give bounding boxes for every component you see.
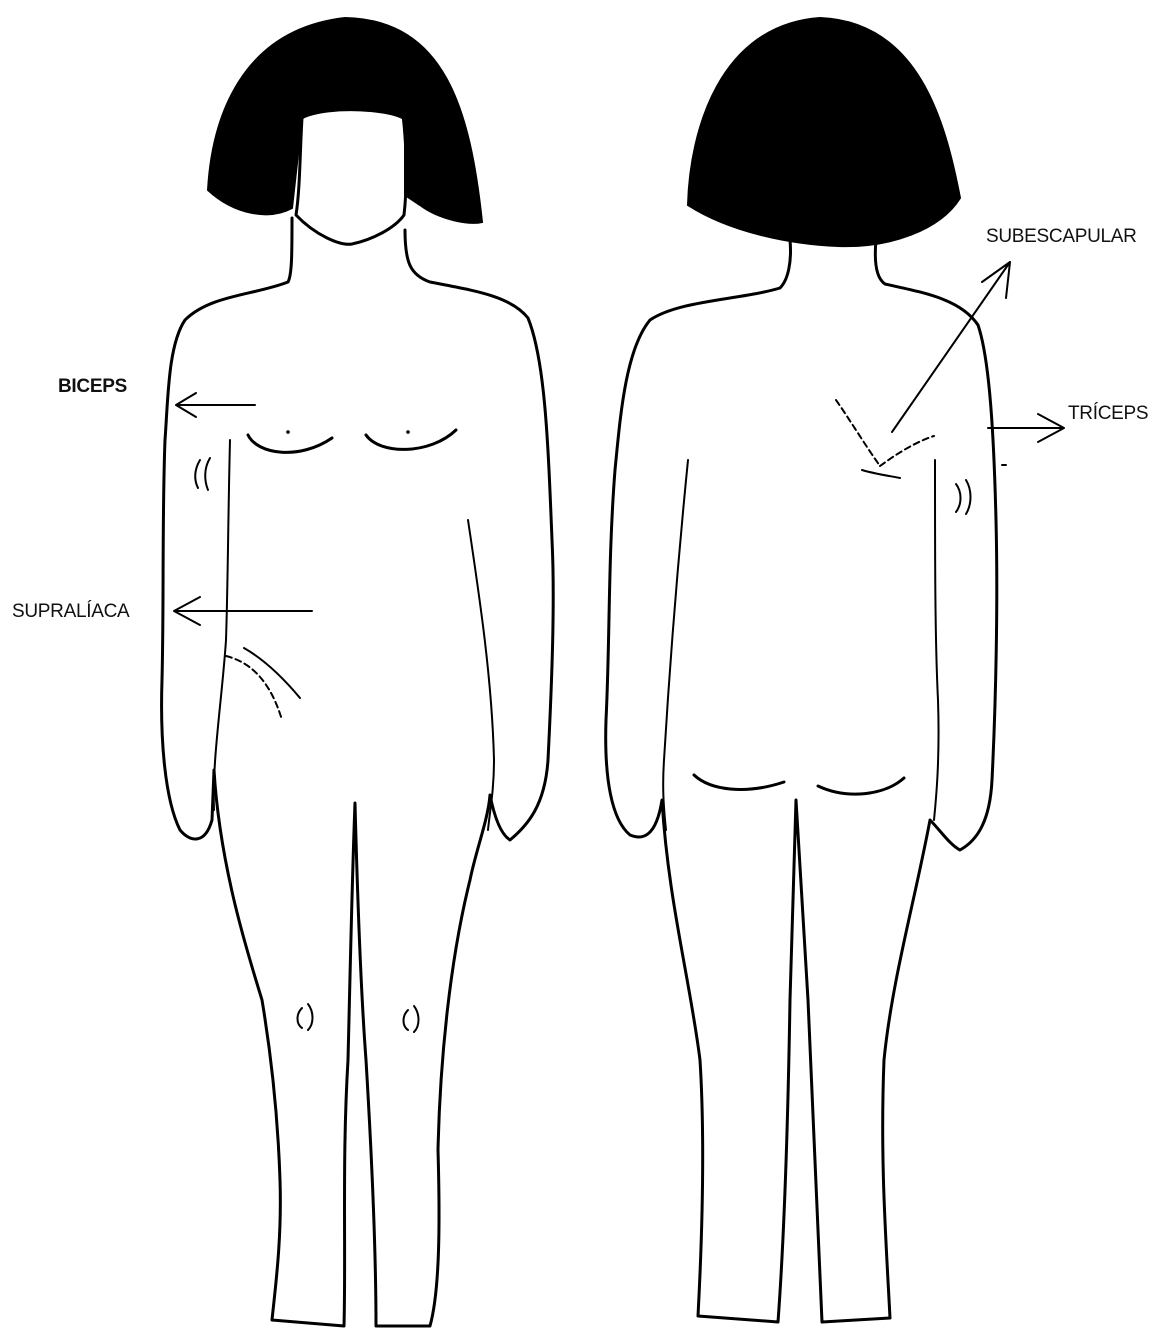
front-right-inner-arm [468,520,494,830]
front-left-knee-mark [298,1004,313,1030]
back-right-gluteal-fold [818,778,904,794]
biceps-arrow [176,393,255,417]
biceps-label: BICEPS [58,376,127,398]
front-left-breast [248,435,332,452]
back-triceps-mark [956,480,971,514]
front-right-breast [366,430,456,449]
subescapular-arrow [892,262,1010,432]
back-subscapular-mark-1 [836,400,880,466]
front-iliac-line-1 [244,648,300,698]
back-right-inner-arm [934,460,939,820]
front-right-knee-mark [404,1006,419,1032]
back-figure [606,18,1006,1322]
back-left-gluteal-fold [694,775,784,789]
triceps-label: TRÍCEPS [1068,403,1148,425]
triceps-arrow [988,414,1064,442]
back-subscapular-mark-2 [880,436,934,466]
front-biceps-mark [195,458,210,490]
front-figure [162,18,554,1326]
subescapular-label: SUBESCAPULAR [986,226,1137,248]
front-hair [208,18,482,223]
front-iliac-line-2 [226,656,282,720]
back-left-inner-arm [663,460,688,830]
front-face [296,109,406,245]
supraliaca-arrow [174,597,312,625]
back-hair [688,18,960,246]
front-left-inner-arm [214,440,230,810]
back-subscapular-mark-3 [862,470,900,478]
supraliaca-label: SUPRALÍACA [12,601,129,623]
back-body-outline [606,240,997,1322]
